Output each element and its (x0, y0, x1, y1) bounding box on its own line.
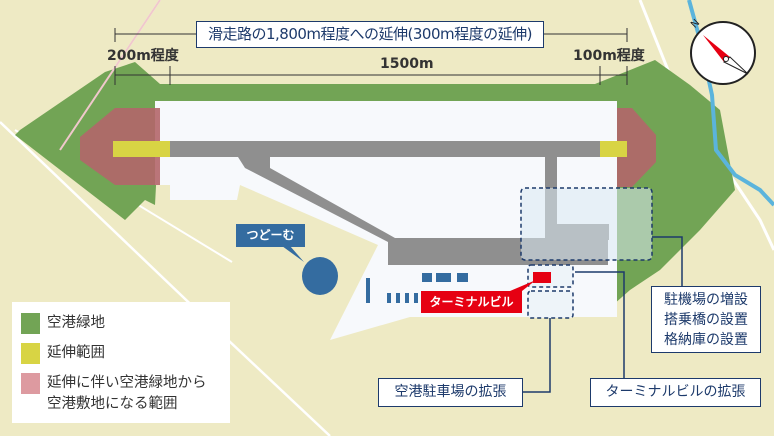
parking-expansion-callout: 空港駐車場の拡張 (378, 378, 523, 407)
building (436, 273, 451, 282)
legend-label-line1: 延伸に伴い空港緑地から (47, 375, 207, 391)
parking-expansion-area (527, 290, 574, 319)
legend-swatch (21, 373, 40, 394)
legend-label: 延伸範囲 (47, 345, 105, 361)
legend-label: 空港緑地 (47, 315, 105, 331)
legend-label-line2: 空港敷地になる範囲 (47, 396, 178, 412)
airport-green-area (15, 60, 735, 312)
building (422, 273, 432, 282)
legend-swatch (21, 313, 40, 334)
callout-line: 駐機場の増設 (664, 292, 748, 308)
runway-extension-title: 滑走路の1,800m程度への延伸(300m程度の延伸) (196, 21, 544, 48)
green-to-site-area-right (617, 108, 656, 187)
right-extension-length: 100m程度 (573, 48, 645, 64)
legend-item-green: 空港緑地 (21, 313, 105, 334)
apron-expansion-callout: 駐機場の増設 搭乗橋の設置 格納庫の設置 (651, 286, 761, 353)
legend-label: 延伸に伴い空港緑地から空港敷地になる範囲 (47, 373, 207, 415)
legend-item-converted: 延伸に伴い空港緑地から空港敷地になる範囲 (21, 373, 207, 415)
building (457, 273, 468, 282)
left-extension-length: 200m程度 (107, 48, 179, 64)
legend: 空港緑地 延伸範囲 延伸に伴い空港緑地から空港敷地になる範囲 (12, 302, 230, 423)
compass-north-label: N (689, 18, 702, 31)
apron-expansion-area (520, 187, 653, 261)
callout-line: 格納庫の設置 (664, 332, 748, 348)
airport-site (155, 101, 617, 340)
terminal-building-marker (533, 272, 551, 283)
runway (170, 141, 600, 157)
taxiway-diagonal (238, 157, 395, 265)
tsudome-dome (302, 257, 338, 295)
legend-item-extension: 延伸範囲 (21, 343, 105, 364)
compass-icon: N (689, 18, 756, 85)
runway-extension-left (113, 141, 170, 157)
legend-swatch (21, 343, 40, 364)
tsudome-label: つどーむ (236, 224, 305, 247)
terminal-expansion-callout: ターミナルビルの拡張 (590, 378, 761, 407)
callout-line: 搭乗橋の設置 (664, 312, 748, 328)
building (366, 278, 370, 303)
terminal-building-label: ターミナルビル (421, 291, 522, 313)
runway-extension-right (600, 141, 627, 157)
existing-runway-length: 1500m (380, 56, 434, 72)
